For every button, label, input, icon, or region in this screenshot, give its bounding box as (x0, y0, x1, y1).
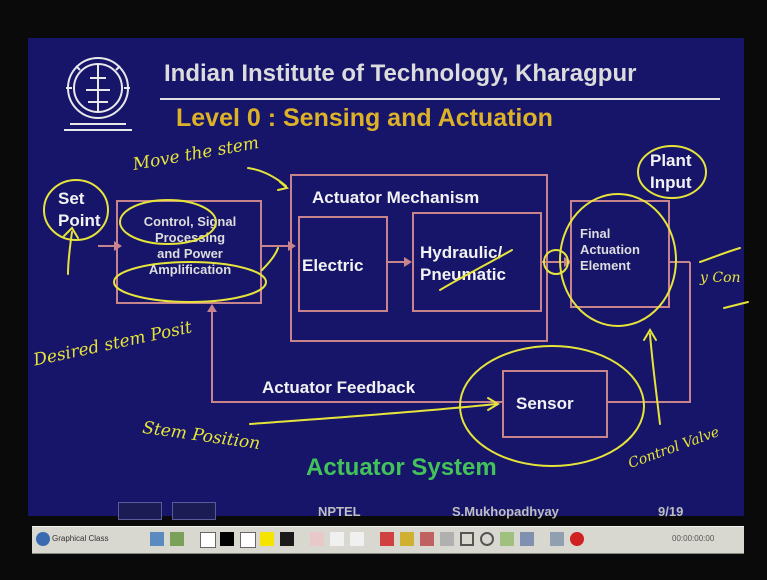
large-dot-icon[interactable] (350, 532, 364, 546)
pen-yellow-icon[interactable] (400, 532, 414, 546)
pen-red-icon[interactable] (380, 532, 394, 546)
actuator-system-label: Actuator System (306, 454, 497, 481)
timer: 00:00:00:00 (672, 534, 715, 543)
toolbar-title: Graphical Class (52, 534, 109, 543)
hydraulic-label: Hydraulic/ Pneumatic (420, 243, 506, 284)
line-icon[interactable] (440, 532, 454, 546)
check-icon[interactable] (500, 532, 514, 546)
sensor-block (502, 370, 608, 438)
final-actuation-label: Final Actuation Element (580, 226, 640, 273)
eraser-icon[interactable] (550, 532, 564, 546)
white-icon[interactable] (200, 532, 216, 548)
actuator-mechanism-label: Actuator Mechanism (312, 188, 480, 207)
footer-page: 9/19 (658, 504, 684, 519)
slide-title: Level 0 : Sensing and Actuation (176, 104, 553, 132)
pen-icon[interactable] (150, 532, 164, 546)
rect-icon[interactable] (460, 532, 474, 546)
sensor-label: Sensor (516, 394, 574, 413)
undo-icon[interactable] (520, 532, 534, 546)
color-icon[interactable] (170, 532, 184, 546)
record-icon[interactable] (570, 532, 584, 546)
small-dot-icon[interactable] (310, 532, 324, 546)
blue-icon[interactable] (240, 532, 256, 548)
pen-thin-icon[interactable] (420, 532, 434, 546)
next-slide-button[interactable] (172, 502, 216, 520)
hydraulic-block (412, 212, 542, 312)
institute-name: Indian Institute of Technology, Kharagpu… (164, 60, 637, 87)
annotation-right-marks: y Con (700, 270, 741, 286)
plant-input-label: Plant Input (650, 151, 692, 192)
ink-toolbar: Graphical Class 00:00:00:00 (32, 526, 744, 554)
medium-dot-icon[interactable] (330, 532, 344, 546)
final-actuation-block (570, 200, 670, 308)
footer-author: S.Mukhopadhyay (452, 504, 559, 519)
control-block (116, 200, 262, 304)
ellipse-icon[interactable] (480, 532, 494, 546)
dark-icon[interactable] (280, 532, 294, 546)
actuator-mechanism-block (290, 174, 548, 342)
yellow-icon[interactable] (260, 532, 274, 546)
actuator-feedback-label: Actuator Feedback (262, 378, 416, 397)
iit-logo (64, 57, 132, 131)
set-point-label: Set Point (58, 189, 101, 230)
electric-block (298, 216, 388, 312)
title-rule (160, 98, 720, 100)
electric-label: Electric (302, 256, 364, 275)
prev-slide-button[interactable] (118, 502, 162, 520)
app-icon[interactable] (36, 532, 50, 546)
footer-nptel: NPTEL (318, 504, 361, 519)
black-icon[interactable] (220, 532, 234, 546)
